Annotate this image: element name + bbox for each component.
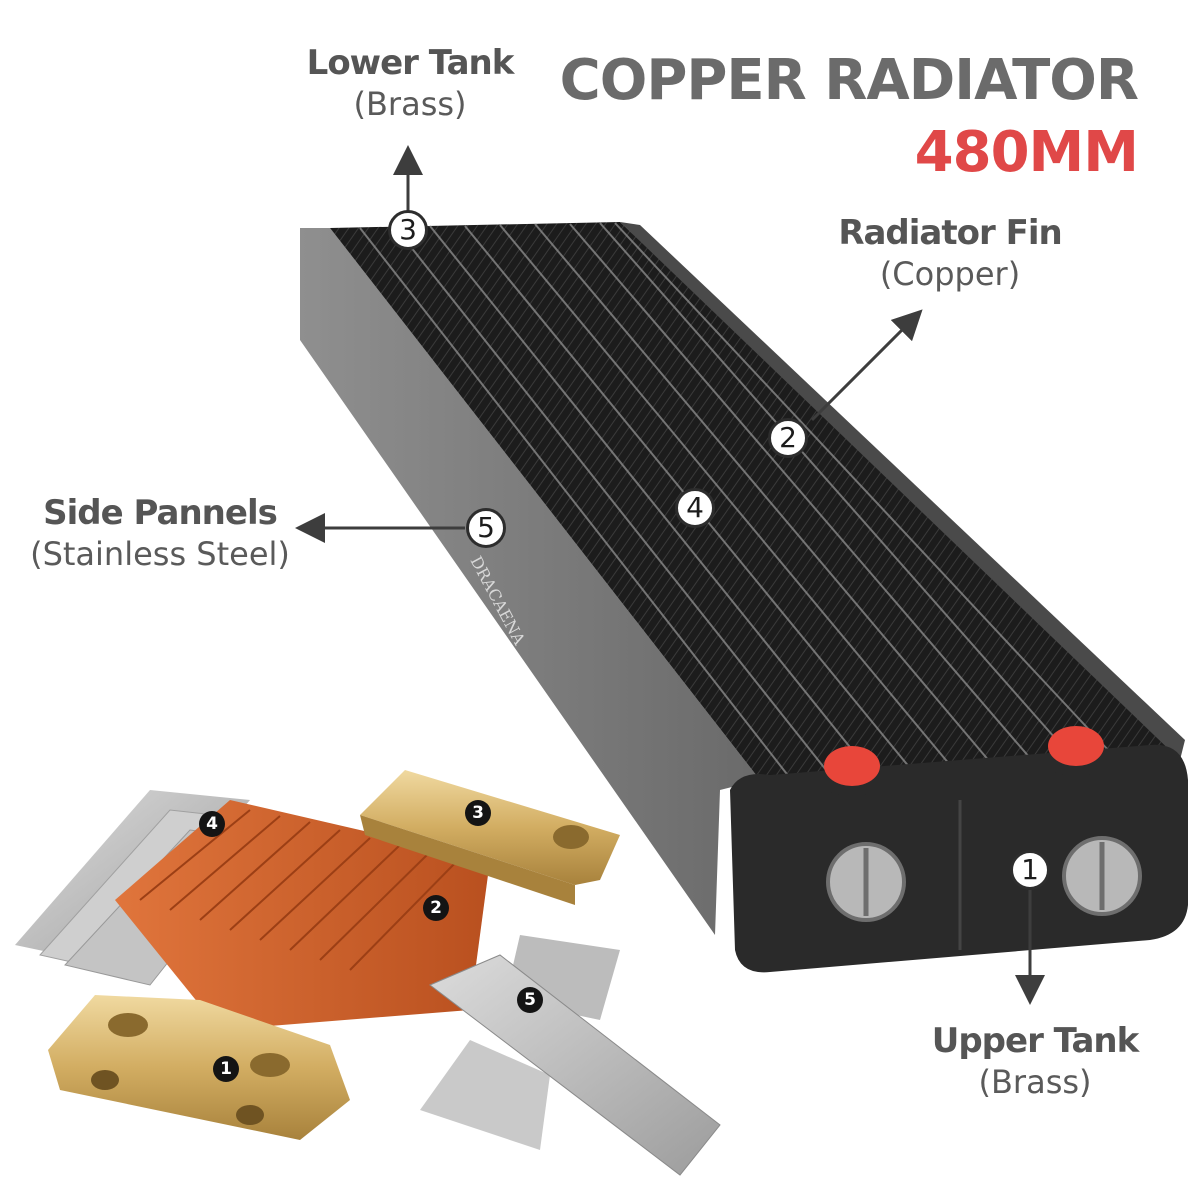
label-material: (Brass) <box>978 1063 1092 1101</box>
part-dot-1: 1 <box>213 1056 239 1082</box>
label-material: (Stainless Steel) <box>30 535 290 573</box>
callout-badge-2: 2 <box>768 418 808 458</box>
fin-core <box>330 222 1180 780</box>
label-material: (Copper) <box>879 255 1021 293</box>
callout-badge-4: 4 <box>675 488 715 528</box>
exploded-parts <box>15 770 721 1176</box>
label-name: Upper Tank <box>931 1021 1140 1061</box>
label-radiator-fin: Radiator Fin (Copper) <box>830 212 1070 294</box>
part-steel-panels <box>420 935 721 1176</box>
part-copper-fins <box>115 800 490 1030</box>
callout-arrows <box>295 145 1045 1005</box>
side-panel <box>300 228 760 935</box>
product-size: 480MM <box>914 120 1139 185</box>
right-rim <box>620 222 1185 760</box>
part-dot-2: 2 <box>423 895 449 921</box>
label-side-panels: Side Pannels (Stainless Steel) <box>20 492 300 574</box>
part-dot-5: 5 <box>517 987 543 1013</box>
label-name: Radiator Fin <box>838 213 1062 253</box>
product-title: COPPER RADIATOR <box>559 48 1139 113</box>
part-dot-3: 3 <box>465 800 491 826</box>
radiator: DRACAENA <box>300 222 1188 973</box>
part-dot-4: 4 <box>199 811 225 837</box>
callout-badge-1: 1 <box>1010 850 1050 890</box>
label-material: (Brass) <box>353 85 467 123</box>
port-plug <box>1048 726 1104 766</box>
callout-badge-5: 5 <box>466 508 506 548</box>
arrow-radiator-fin <box>810 309 923 422</box>
part-brass-tank-3 <box>360 770 620 905</box>
port-plug <box>824 746 880 786</box>
part-brass-tank-1 <box>48 995 350 1140</box>
callout-badge-3: 3 <box>388 210 428 250</box>
label-name: Side Pannels <box>43 493 278 533</box>
label-lower-tank: Lower Tank (Brass) <box>300 42 520 124</box>
label-name: Lower Tank <box>306 43 515 83</box>
label-upper-tank: Upper Tank (Brass) <box>930 1020 1140 1102</box>
